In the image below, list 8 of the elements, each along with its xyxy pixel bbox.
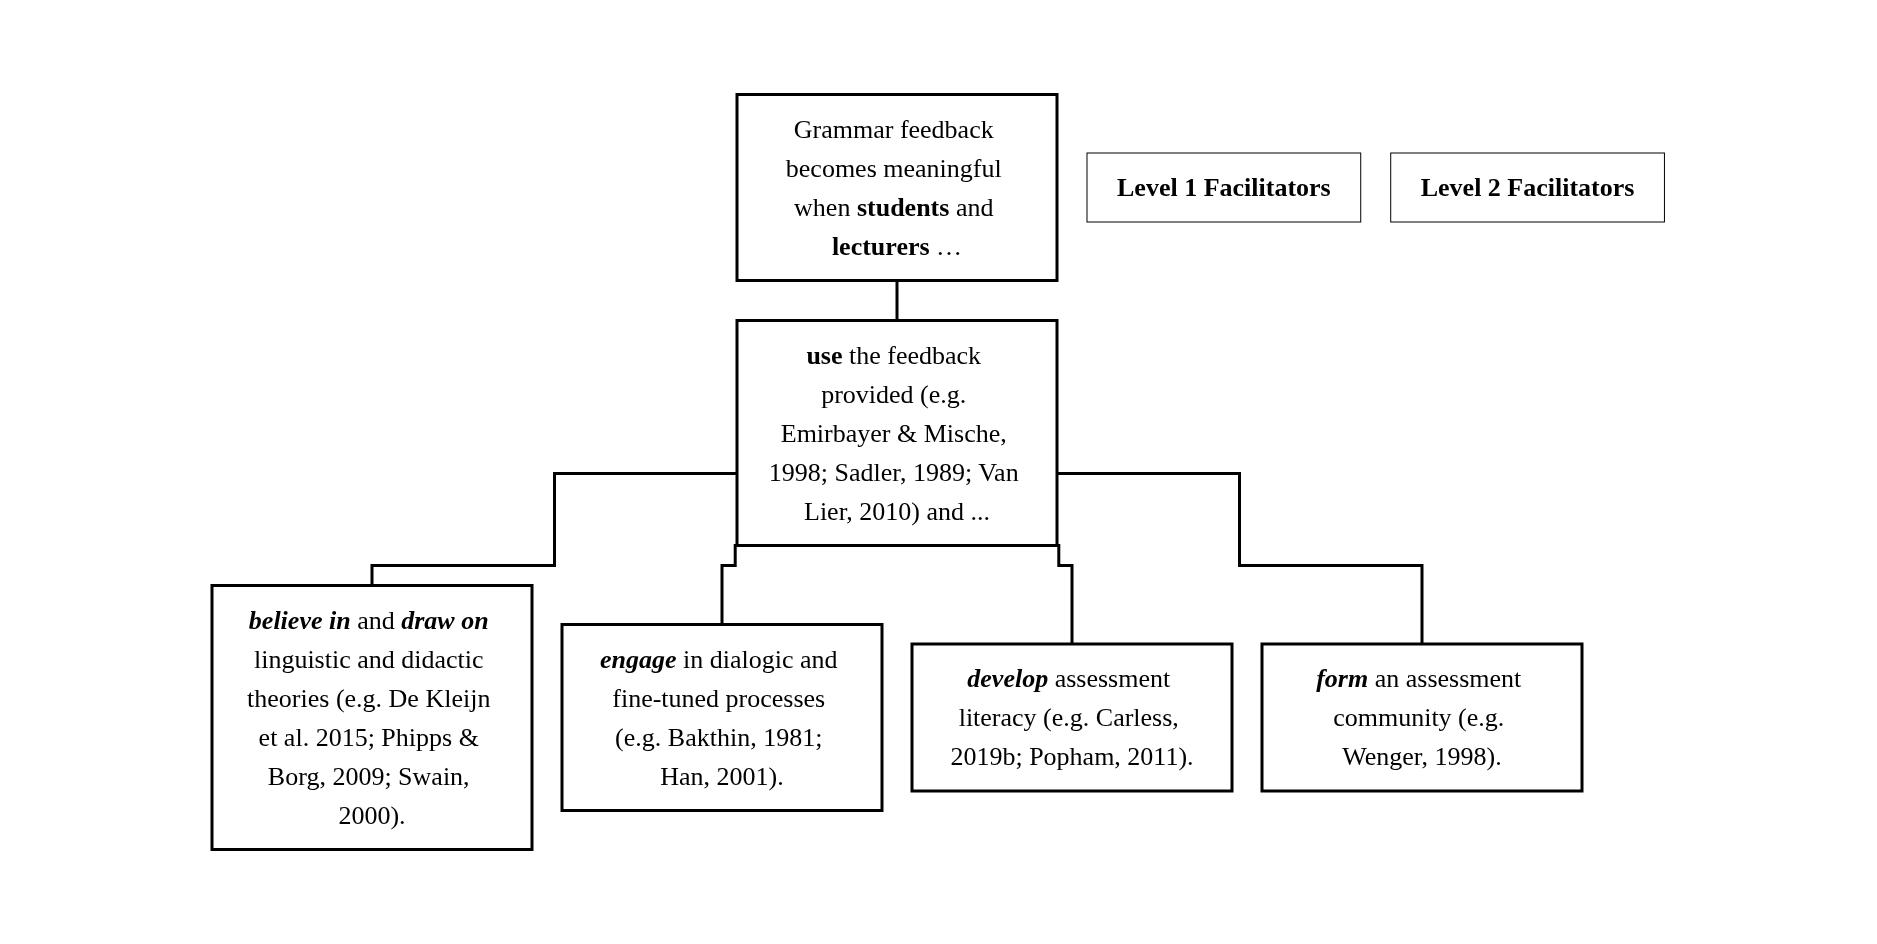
node-box: develop assessment literacy (e.g. Carless, 2019b; Popham, 2011). — [910, 642, 1234, 793]
node-box: Level 1 Facilitators — [1086, 152, 1362, 223]
node-box: Level 2 Facilitators — [1390, 152, 1666, 223]
node-box: form an assessment community (e.g. Wenger, 1998). — [1260, 642, 1584, 793]
node-box: use the feedback provided (e.g. Emirbayer & Mische, 1998; Sadler, 1989; Van Lier, 2010) and ... — [735, 319, 1059, 547]
node-box: engage in dialogic and fine-tuned processes (e.g. Bakthin, 1981; Han, 2001). — [560, 623, 884, 812]
node-box: believe in and draw on linguistic and didactic theories (e.g. De Kleijn et al. 2015; Phipps & Borg, 2009; Swain, 2000). — [210, 584, 534, 851]
node-box: Grammar feedback becomes meaningful when students and lecturers … — [735, 93, 1059, 282]
